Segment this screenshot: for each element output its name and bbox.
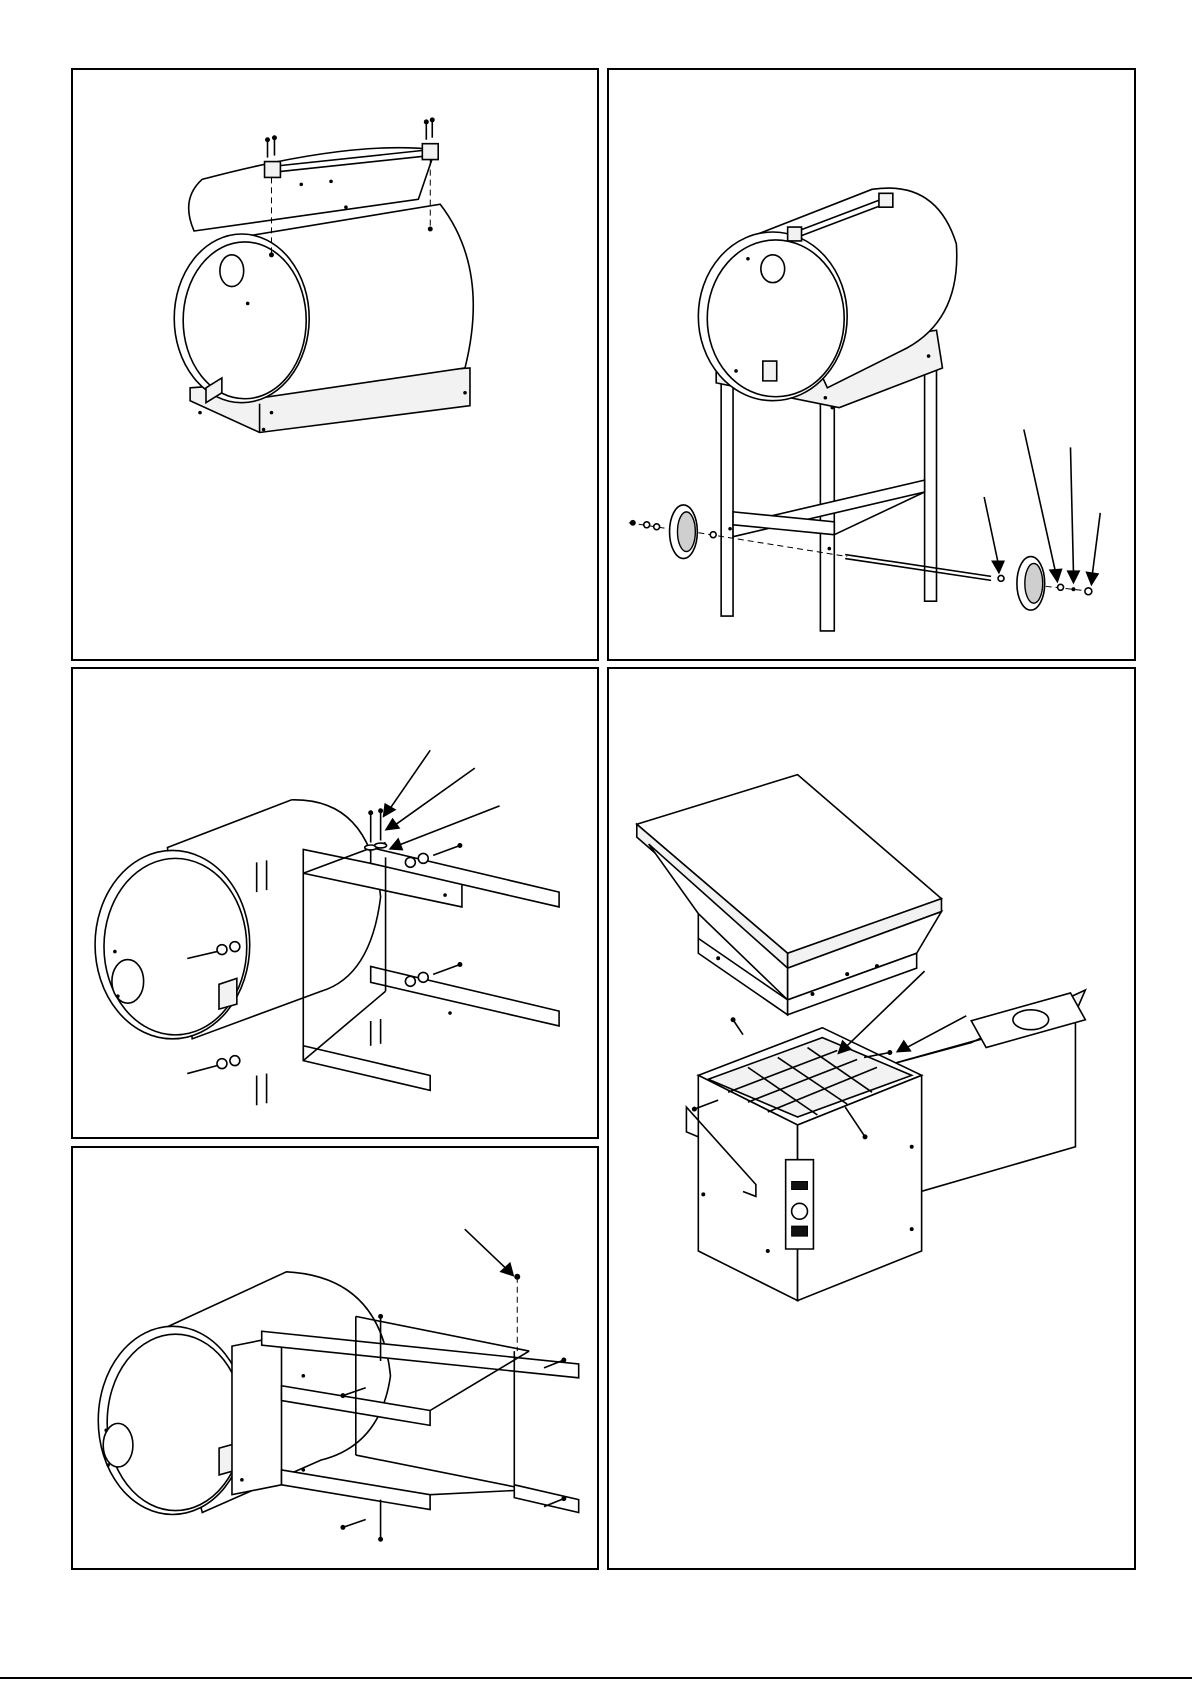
panel-leg-bolt-step bbox=[71, 667, 599, 1139]
wheel-axle-illustration bbox=[609, 70, 1134, 659]
panel-hopper-assembly-step bbox=[607, 667, 1136, 1570]
leg-frame-illustration bbox=[73, 1148, 597, 1568]
hopper-assembly-illustration bbox=[609, 669, 1134, 1568]
leg-bolt-illustration bbox=[73, 669, 597, 1137]
panel-lid-hinge-step bbox=[71, 68, 599, 661]
footer-rule bbox=[0, 1677, 1192, 1679]
panel-leg-frame-step bbox=[71, 1146, 599, 1570]
lid-hinge-illustration bbox=[73, 70, 597, 659]
panel-wheel-axle-step bbox=[607, 68, 1136, 661]
